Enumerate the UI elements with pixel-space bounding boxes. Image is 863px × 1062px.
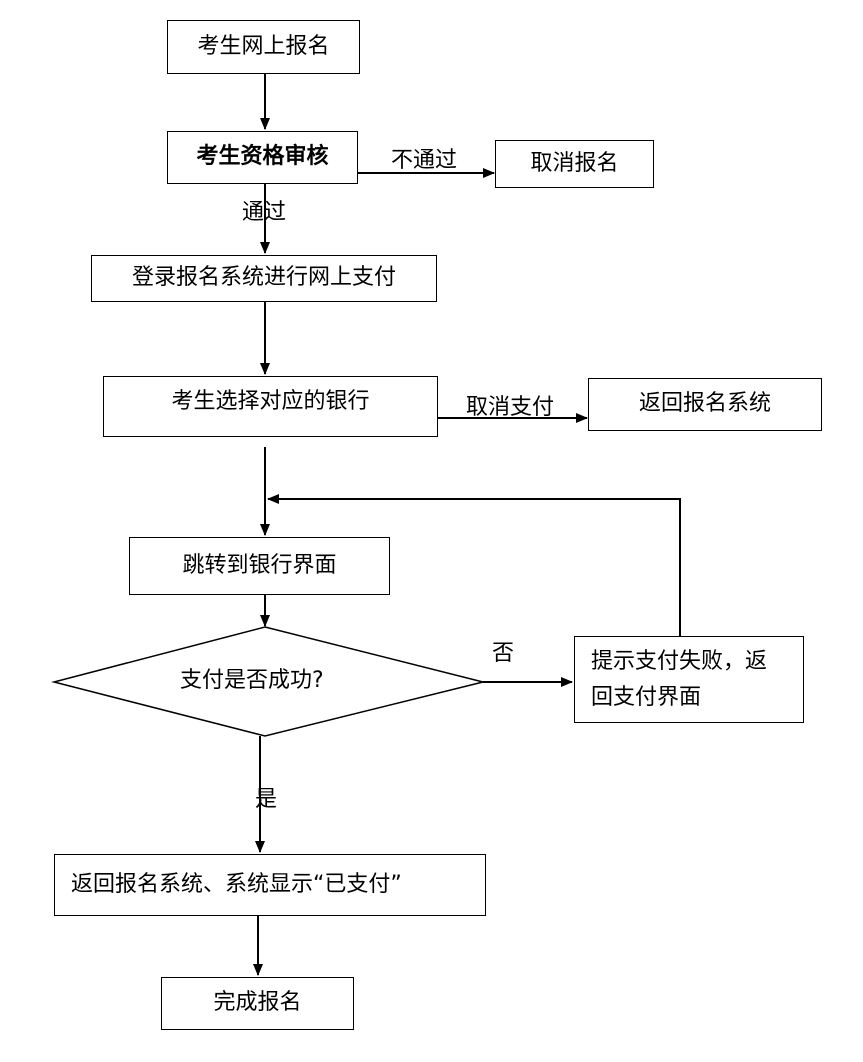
node-login-pay: 登录报名系统进行网上支付 (91, 255, 437, 302)
node-review: 考生资格审核 (167, 131, 358, 184)
node-success-label: 返回报名系统、系统显示“已支付” (71, 871, 402, 897)
node-choose-bank-label: 考生选择对应的银行 (171, 389, 370, 414)
decision-label: 支付是否成功? (180, 668, 324, 693)
edge-label-passed: 通过 (242, 200, 287, 225)
decision-diamond (51, 626, 484, 737)
node-review-label: 考生资格审核 (196, 144, 329, 170)
edge-label-no: 否 (492, 641, 515, 666)
node-start: 考生网上报名 (167, 20, 360, 74)
edge-label-cancel-payment: 取消支付 (466, 395, 555, 420)
node-bank-page: 跳转到银行界面 (129, 537, 390, 595)
node-bank-page-label: 跳转到银行界面 (182, 552, 337, 578)
node-payment-failed: 提示支付失败，返 回支付界面 (574, 636, 804, 723)
node-cancel-registration-label: 取消报名 (530, 150, 619, 176)
node-payment-failed-line2: 回支付界面 (591, 684, 702, 710)
node-choose-bank: 考生选择对应的银行 (103, 376, 438, 437)
node-done-label: 完成报名 (213, 990, 302, 1016)
node-done: 完成报名 (161, 977, 354, 1030)
edge-fail-loop (267, 494, 681, 636)
edge-label-not-passed: 不通过 (391, 148, 458, 173)
node-success: 返回报名系统、系统显示“已支付” (54, 854, 486, 916)
node-login-pay-label: 登录报名系统进行网上支付 (131, 265, 396, 291)
node-cancel-registration: 取消报名 (495, 140, 654, 188)
node-return-system-label: 返回报名系统 (638, 391, 771, 417)
node-payment-failed-line1: 提示支付失败，返 (591, 648, 768, 674)
node-return-system: 返回报名系统 (588, 378, 822, 431)
node-start-label: 考生网上报名 (197, 33, 330, 59)
edge-label-yes: 是 (255, 787, 278, 812)
